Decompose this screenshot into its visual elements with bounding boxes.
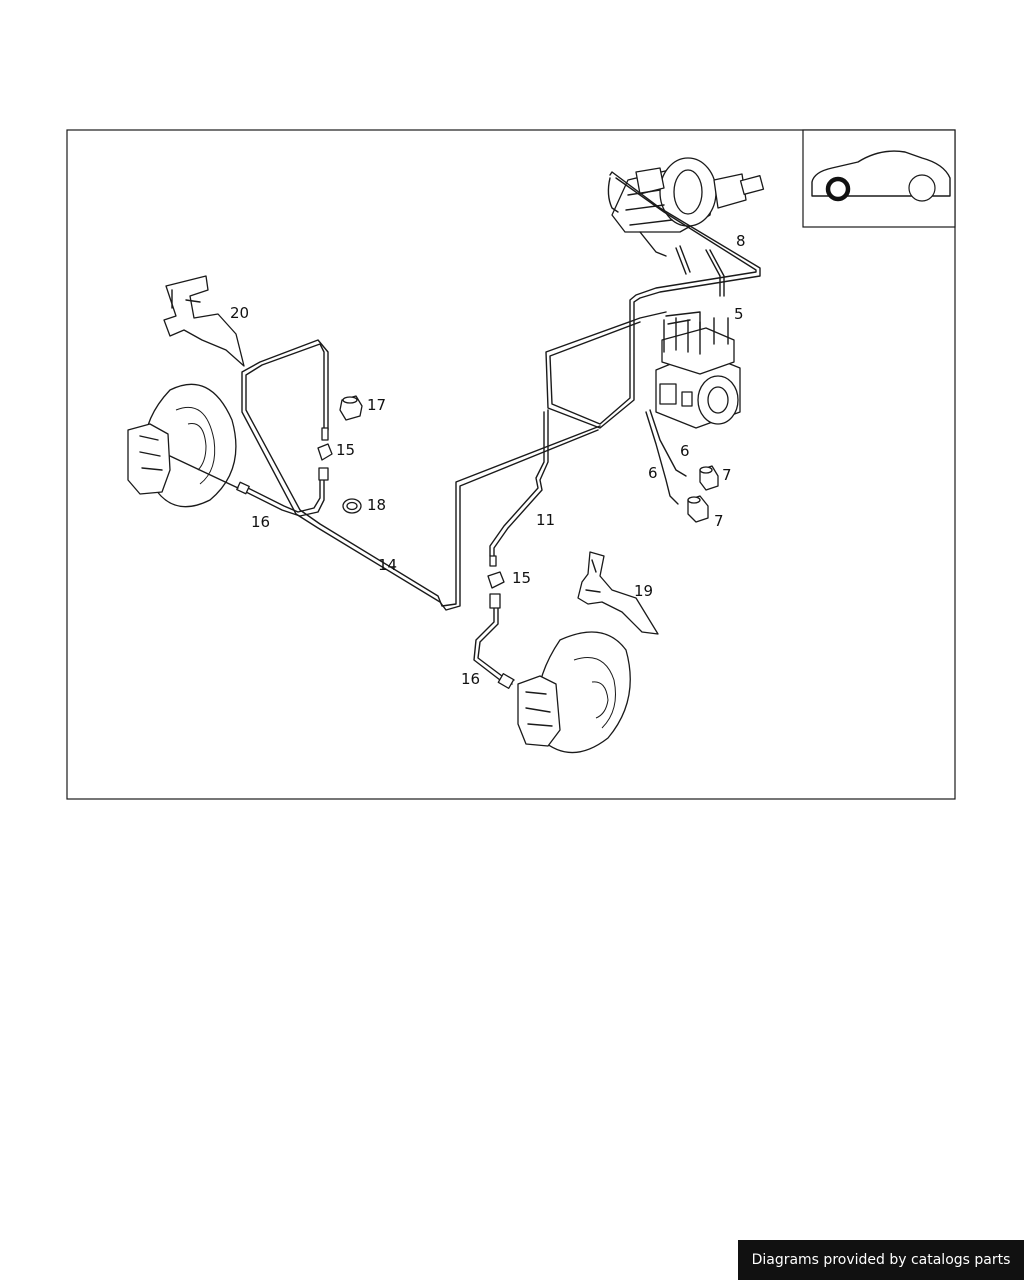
brake-hose-16-left <box>236 467 329 517</box>
callout-7-lower: 7 <box>714 512 724 530</box>
callout-16-right: 16 <box>461 670 480 688</box>
diagram-frame <box>66 129 956 800</box>
brake-line-11 <box>489 409 549 557</box>
callout-16-left: 16 <box>251 513 270 531</box>
callout-7-upper: 7 <box>722 466 732 484</box>
master-cylinder-assembly <box>607 157 765 257</box>
callout-6-lower: 6 <box>648 464 658 482</box>
brake-line-6 <box>645 409 687 505</box>
abs-hydraulic-unit <box>655 311 741 429</box>
callout-11: 11 <box>536 511 555 529</box>
brake-shield-19 <box>577 551 659 635</box>
nut-17 <box>339 395 363 421</box>
right-brake-disc <box>517 631 631 754</box>
callout-15-upper: 15 <box>336 441 355 459</box>
car-rear-wheel-icon <box>908 174 936 202</box>
brake-line-14 <box>241 339 601 611</box>
callout-14: 14 <box>378 556 397 574</box>
vehicle-locator-inset <box>802 129 956 228</box>
callout-19: 19 <box>634 582 653 600</box>
brake-shield-20 <box>163 275 245 367</box>
callout-6-upper: 6 <box>680 442 690 460</box>
callout-15-lower: 15 <box>512 569 531 587</box>
callout-20: 20 <box>230 304 249 322</box>
clip-15-upper <box>317 427 333 461</box>
callout-17: 17 <box>367 396 386 414</box>
car-silhouette-icon <box>811 150 951 197</box>
brake-line-8 <box>545 171 761 429</box>
car-front-wheel-highlight-icon <box>825 176 851 202</box>
clip-15-lower <box>487 555 505 589</box>
brake-hose-16-right <box>473 593 515 689</box>
callout-8: 8 <box>736 232 746 250</box>
left-brake-disc <box>127 383 239 508</box>
diagram-credit-banner: Diagrams provided by catalogs parts <box>738 1240 1024 1280</box>
plug-7-lower <box>687 495 709 523</box>
grommet-18 <box>342 498 362 514</box>
callout-18: 18 <box>367 496 386 514</box>
plug-7-upper <box>699 465 719 491</box>
callout-5: 5 <box>734 305 744 323</box>
